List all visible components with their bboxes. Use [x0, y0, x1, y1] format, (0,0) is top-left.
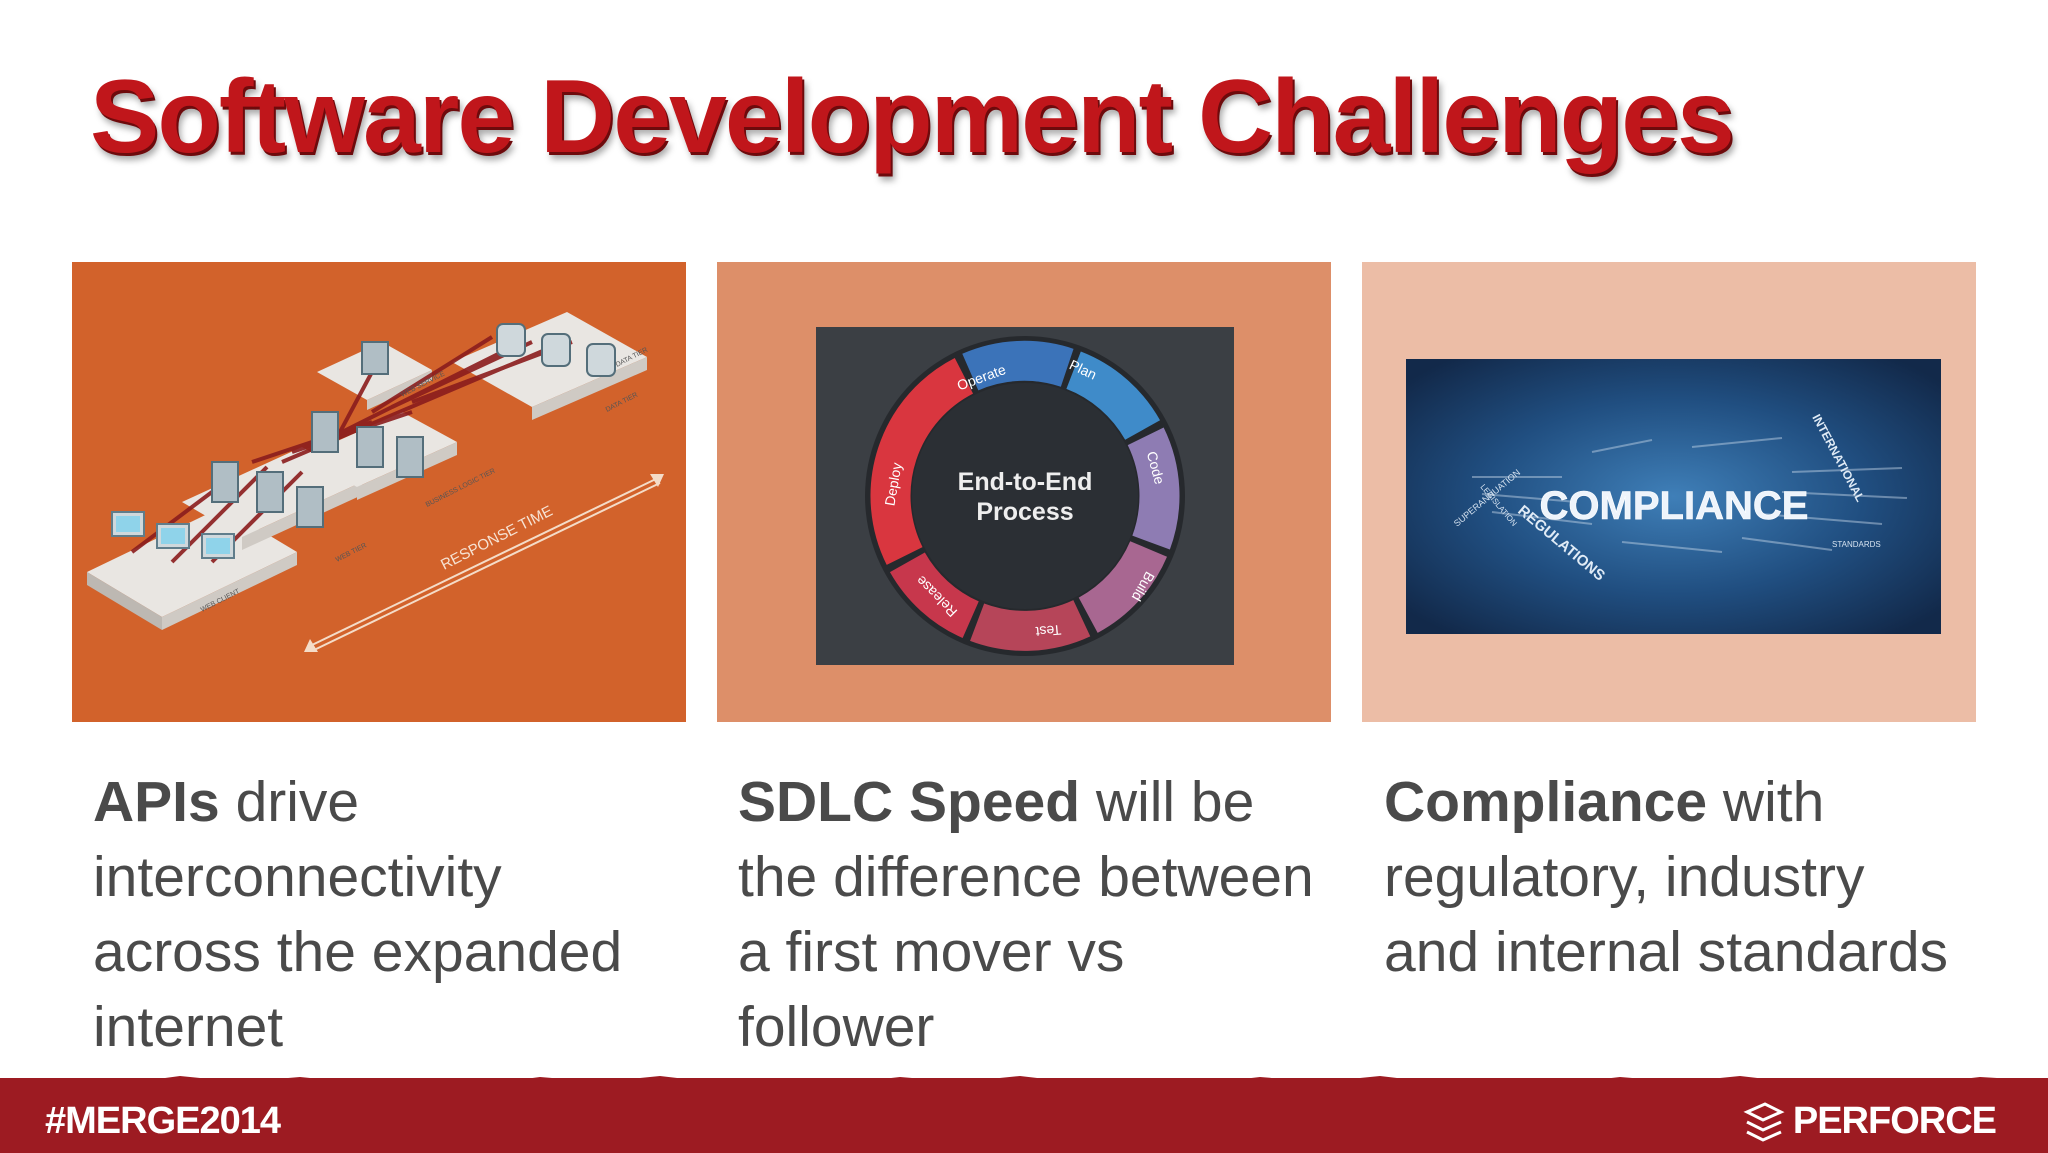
- caption-sdlc-bold: SDLC Speed: [738, 770, 1081, 834]
- cycle-center-line2: Process: [976, 498, 1073, 526]
- cycle-ring: [870, 340, 1180, 651]
- api-diagram-panel: RESPONSE TIME WEB CLIENT WEB TIER BUSINE…: [72, 262, 686, 722]
- perforce-logo: PERFORCE: [1743, 1100, 1997, 1143]
- response-time-arrow: [311, 476, 661, 652]
- web-tier-label: WEB TIER: [335, 542, 368, 564]
- server-racks: [211, 341, 424, 528]
- caption-sdlc-text: will be the difference between a first m…: [738, 770, 1314, 1059]
- stage-test: Test: [1035, 622, 1062, 640]
- caption-apis-text: drive interconnectivity across the expan…: [93, 770, 623, 1059]
- compliance-wordcloud-image: COMPLIANCE REGULATIONS INTERNATIONAL SUP…: [1406, 359, 1941, 634]
- api-network-illustration: RESPONSE TIME WEB CLIENT WEB TIER BUSINE…: [87, 312, 664, 652]
- wordcloud-main-word: COMPLIANCE: [1540, 484, 1809, 528]
- caption-apis: APIs drive interconnectivity across the …: [93, 765, 673, 1065]
- compliance-panel: COMPLIANCE REGULATIONS INTERNATIONAL SUP…: [1362, 262, 1976, 722]
- event-hashtag: #MERGE2014: [45, 1100, 281, 1142]
- cycle-center-line1: End-to-End: [958, 468, 1093, 496]
- stage-deploy: Deploy: [881, 461, 904, 507]
- wordcloud-word-standards: STANDARDS: [1832, 540, 1881, 549]
- data-tier-label: DATA TIER: [605, 392, 639, 414]
- database-cylinders: [496, 323, 616, 377]
- caption-compliance: Compliance with regulatory, industry and…: [1384, 765, 1964, 990]
- sdlc-cycle-image: End-to-End Process Operate Plan Code Bui…: [816, 327, 1234, 665]
- caption-compliance-bold: Compliance: [1384, 770, 1708, 834]
- footer-bar: [0, 1078, 2048, 1153]
- caption-sdlc-speed: SDLC Speed will be the difference betwee…: [738, 765, 1318, 1065]
- slide-title: Software Development Challenges: [90, 59, 1735, 175]
- logic-tier-label: BUSINESS LOGIC TIER: [425, 468, 497, 509]
- caption-compliance-text: with regulatory, industry and internal s…: [1384, 770, 1949, 984]
- caption-apis-bold: APIs: [93, 770, 220, 834]
- wordcloud-texture: [1472, 437, 1908, 553]
- perforce-logo-text: PERFORCE: [1792, 1100, 1997, 1142]
- sdlc-cycle-panel: End-to-End Process Operate Plan Code Bui…: [717, 262, 1331, 722]
- response-time-label: RESPONSE TIME: [438, 503, 555, 574]
- perforce-logo-icon: [1743, 1101, 1785, 1142]
- client-monitors: [111, 511, 235, 559]
